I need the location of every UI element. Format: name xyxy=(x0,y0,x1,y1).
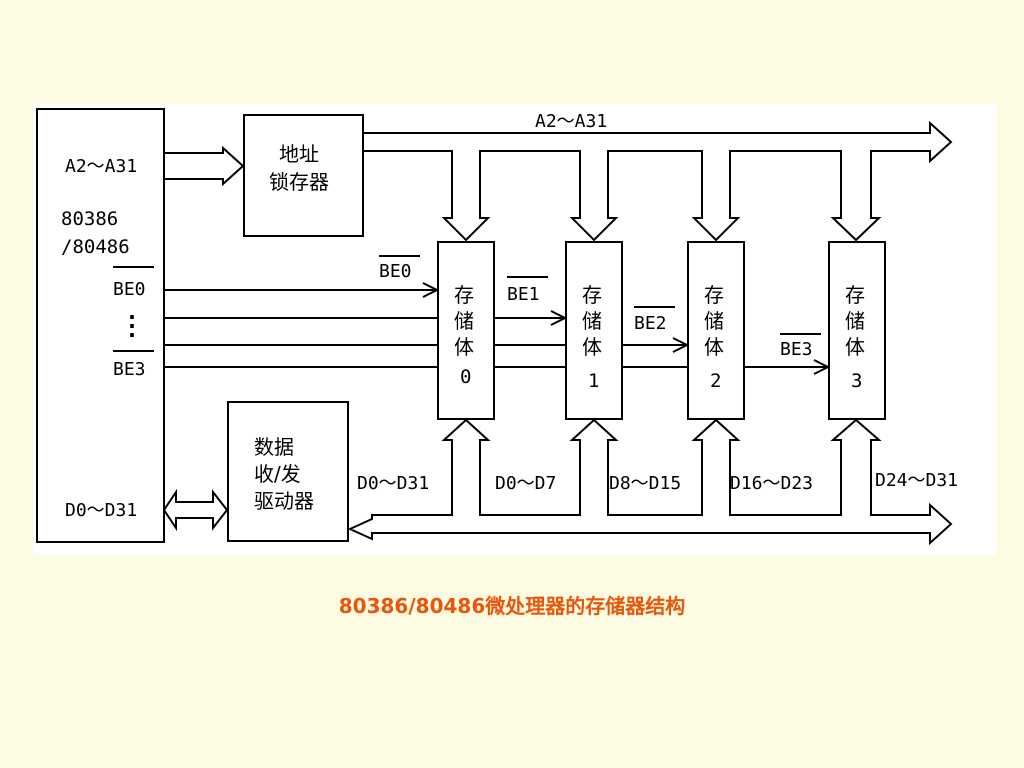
transceiver-line2: 收/发 xyxy=(254,462,301,486)
address-latch-block xyxy=(243,114,364,237)
figure-caption: 80386/80486微处理器的存储器结构 xyxy=(338,594,686,618)
data-bus xyxy=(347,418,953,546)
cpu-addr-label: A2～A31 xyxy=(65,156,137,177)
cpu-be0-label: BE0 xyxy=(113,279,146,300)
bank-2-number: 2 xyxy=(710,370,721,392)
bank-1-char-2: 储 xyxy=(582,309,602,333)
cpu-dots: ⋮ xyxy=(119,311,145,341)
bank-2-char-1: 存 xyxy=(704,283,724,307)
bank-3-number: 3 xyxy=(851,370,862,392)
bank-3-labels: 存 储 体 3 xyxy=(845,283,865,392)
bank-1-data-label: D8～D15 xyxy=(609,473,681,494)
bank-1-labels: 存 储 体 1 xyxy=(582,283,602,392)
cpu-to-latch-arrow xyxy=(164,145,245,187)
be0-arrowhead xyxy=(422,282,440,298)
bank-2-char-2: 储 xyxy=(704,309,724,333)
bank-3-char-3: 体 xyxy=(845,335,865,359)
bank-3-data-label: D24～D31 xyxy=(875,470,958,491)
cpu-block xyxy=(36,108,165,543)
bank-3-char-1: 存 xyxy=(845,283,865,307)
latch-line2: 锁存器 xyxy=(269,170,329,194)
bank-0-char-3: 体 xyxy=(454,335,474,359)
bank-1-char-1: 存 xyxy=(582,283,602,307)
bank-0-data-label: D0～D7 xyxy=(495,473,556,494)
bank-0-be-label: BE0 xyxy=(379,261,412,282)
be2-arrowhead xyxy=(672,337,690,353)
bank-1-char-3: 体 xyxy=(582,335,602,359)
cpu-transceiver-arrow xyxy=(162,488,229,532)
bank-3-be-label: BE3 xyxy=(780,339,813,360)
be3-arrowhead xyxy=(813,359,831,375)
transceiver-line3: 驱动器 xyxy=(254,489,314,513)
bank-3-block xyxy=(828,241,886,420)
bank-0-char-2: 储 xyxy=(454,309,474,333)
data-transceiver-block xyxy=(227,401,349,542)
address-bus xyxy=(363,120,953,242)
bank-0-char-1: 存 xyxy=(454,283,474,307)
be1-arrowhead xyxy=(550,310,568,326)
bank-1-number: 1 xyxy=(588,370,599,392)
data-bus-label: D0～D31 xyxy=(357,473,429,494)
bank-2-data-label: D16～D23 xyxy=(730,473,813,494)
transceiver-line1: 数据 xyxy=(254,435,294,459)
cpu-be3-label: BE3 xyxy=(113,359,146,380)
bank-2-char-3: 体 xyxy=(704,335,724,359)
bank-3-char-2: 储 xyxy=(845,309,865,333)
bank-1-be-label: BE1 xyxy=(507,284,540,305)
bank-0-labels: 存 储 体 0 xyxy=(454,283,474,388)
latch-line1: 地址 xyxy=(279,142,319,166)
bank-0-number: 0 xyxy=(460,366,471,388)
bank-2-be-label: BE2 xyxy=(634,313,667,334)
bank-2-labels: 存 储 体 2 xyxy=(704,283,724,392)
address-bus-label: A2～A31 xyxy=(535,111,607,132)
memory-structure-diagram: A2～A31 80386 /80486 BE0 ⋮ BE3 D0～D31 地址 … xyxy=(33,104,996,555)
cpu-name-line2: /80486 xyxy=(61,236,130,258)
cpu-name-line1: 80386 xyxy=(61,208,118,230)
cpu-data-label: D0～D31 xyxy=(65,500,137,521)
